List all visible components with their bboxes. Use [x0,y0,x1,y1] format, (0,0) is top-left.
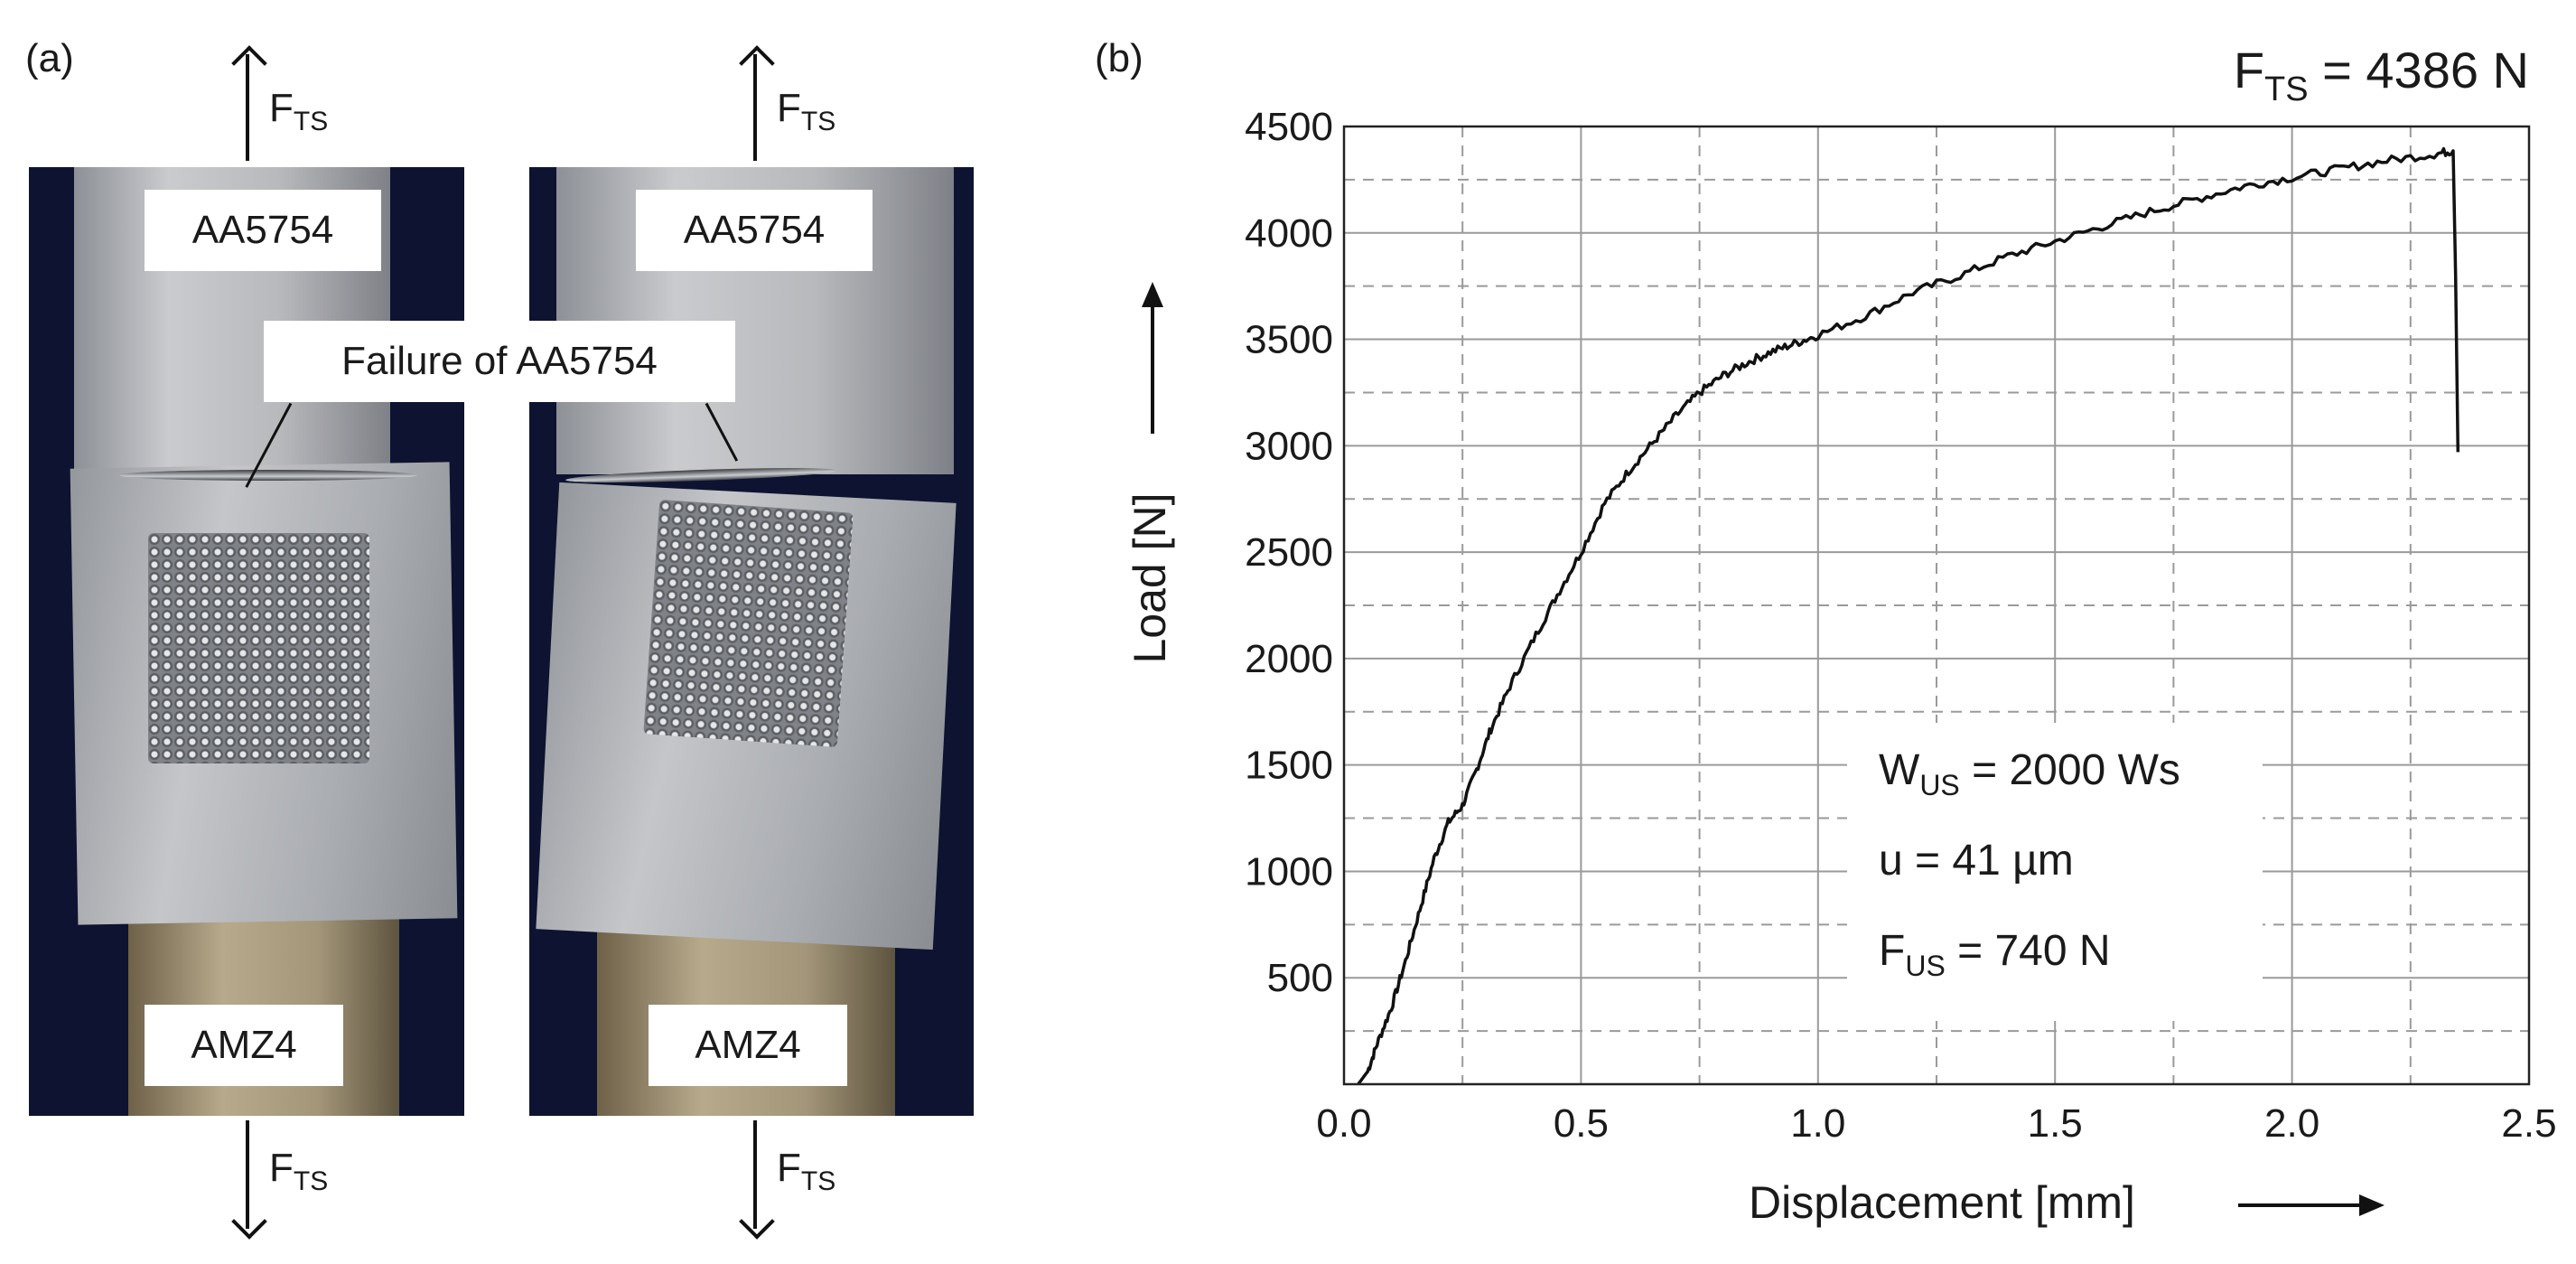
x-axis-arrow [2238,1194,2385,1216]
param-energy: WUS = 2000 Ws [1879,746,2180,801]
load-curve [1357,146,2460,1086]
x-tick-label: 1.5 [2028,1101,2083,1146]
y-axis-arrow [1142,282,1163,434]
x-tick-label: 2.0 [2264,1101,2319,1146]
y-tick-label: 2000 [1245,637,1333,681]
tensile-force-header: FTS = 4386 N [2234,42,2529,108]
y-tick-label: 4000 [1245,211,1333,256]
y-tick-label: 4500 [1245,105,1333,149]
upper-sheet-label-left: AA5754 [145,190,381,271]
param-amplitude: u = 41 µm [1879,837,2074,885]
y-axis-label: Load [N] [1125,492,1175,663]
param-force: FUS = 740 N [1879,927,2111,982]
parameter-box [1847,723,2263,1021]
panel-a-letter: (a) [25,36,74,80]
tick-layer: 0.0 0.5 1.0 1.5 2.0 2.5 500 1000 1500 2000 2500 300… [1245,105,2556,1146]
lower-sheet-label-right: AMZ4 [649,1005,847,1086]
force-label-bottom-left: FTS [269,1146,329,1196]
force-label-top-left: FTS [269,86,329,136]
x-tick-label: 0.5 [1554,1101,1609,1146]
failure-label: Failure of AA5754 [264,321,735,402]
y-tick-label: 500 [1267,956,1333,1000]
y-tick-label: 1000 [1245,849,1333,894]
x-tick-label: 1.0 [1790,1101,1845,1146]
panel-b-letter: (b) [1095,36,1143,80]
force-label-top-right: FTS [777,86,836,136]
y-tick-label: 3000 [1245,424,1333,468]
specimen-photo-left [29,167,464,1116]
lower-sheet-label-left: AMZ4 [145,1005,343,1086]
y-tick-label: 1500 [1245,744,1333,788]
x-tick-label: 2.5 [2501,1101,2556,1146]
y-tick-label: 2500 [1245,530,1333,575]
force-label-bottom-right: FTS [777,1146,836,1196]
x-axis-label: Displacement [mm] [1749,1177,2135,1228]
x-tick-label: 0.0 [1316,1101,1371,1146]
y-tick-label: 3500 [1245,318,1333,362]
upper-sheet-label-right: AA5754 [636,190,873,271]
plot-frame [1342,125,2531,1086]
